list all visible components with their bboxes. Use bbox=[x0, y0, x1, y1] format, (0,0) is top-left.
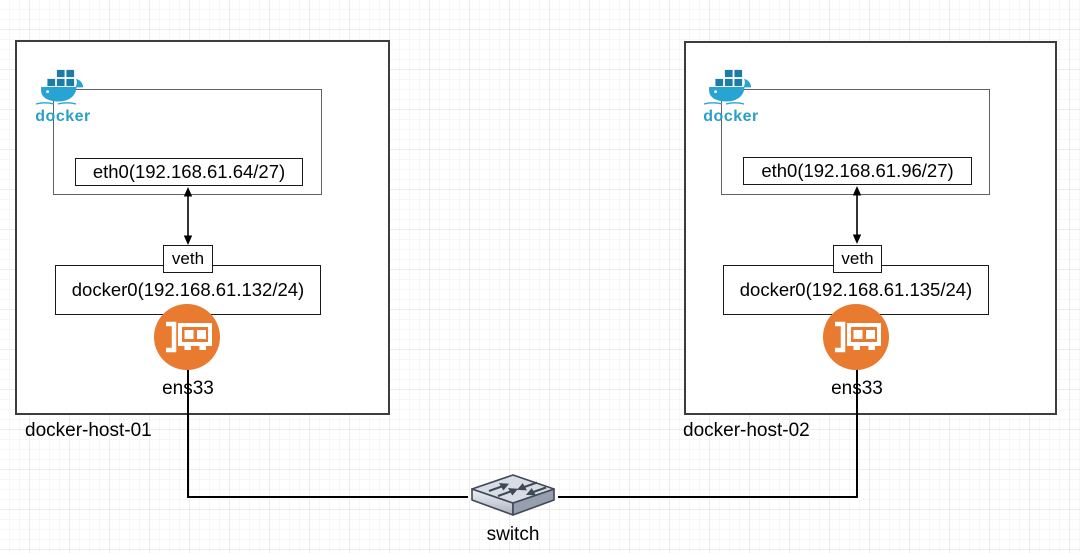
host2-title: docker-host-02 bbox=[683, 420, 810, 441]
host2-eth0-label: eth0(192.168.61.96/27) bbox=[761, 160, 954, 181]
host2-veth-node: veth bbox=[833, 245, 882, 273]
switch-icon bbox=[471, 474, 555, 516]
host2-network-interface-icon bbox=[823, 304, 889, 370]
host2-docker0-label: docker0(192.168.61.135/24) bbox=[739, 279, 973, 300]
host2-ens33-vertical-link bbox=[856, 340, 858, 498]
host1-eth0-veth-arrow-icon bbox=[183, 187, 193, 245]
host1-docker-logo: docker bbox=[33, 64, 93, 126]
host1-ens33-vertical-link bbox=[187, 340, 189, 498]
host1-veth-node: veth bbox=[163, 245, 213, 273]
host1-network-interface-icon bbox=[154, 304, 220, 370]
host2-to-switch-link bbox=[558, 496, 858, 498]
host2-eth0-veth-arrow-icon bbox=[852, 186, 862, 244]
docker-logo-wordmark: docker bbox=[703, 108, 759, 125]
docker-logo-wordmark: docker bbox=[35, 108, 91, 125]
host1-veth-label: veth bbox=[171, 249, 205, 268]
host2-docker-logo: docker bbox=[701, 64, 761, 126]
host1-docker0-label: docker0(192.168.61.132/24) bbox=[71, 279, 305, 300]
host1-to-switch-link bbox=[187, 496, 468, 498]
host1-eth0-label: eth0(192.168.61.64/27) bbox=[92, 161, 286, 182]
host1-ens33-label: ens33 bbox=[162, 378, 214, 399]
switch-label: switch bbox=[486, 524, 540, 545]
host2-eth0-node: eth0(192.168.61.96/27) bbox=[743, 157, 972, 185]
docker-whale-icon bbox=[35, 69, 84, 105]
host2-veth-label: veth bbox=[841, 249, 874, 268]
host1-title: docker-host-01 bbox=[25, 420, 152, 441]
host1-eth0-node: eth0(192.168.61.64/27) bbox=[75, 158, 303, 186]
host2-ens33-label: ens33 bbox=[831, 378, 883, 399]
docker-whale-icon bbox=[703, 69, 752, 105]
